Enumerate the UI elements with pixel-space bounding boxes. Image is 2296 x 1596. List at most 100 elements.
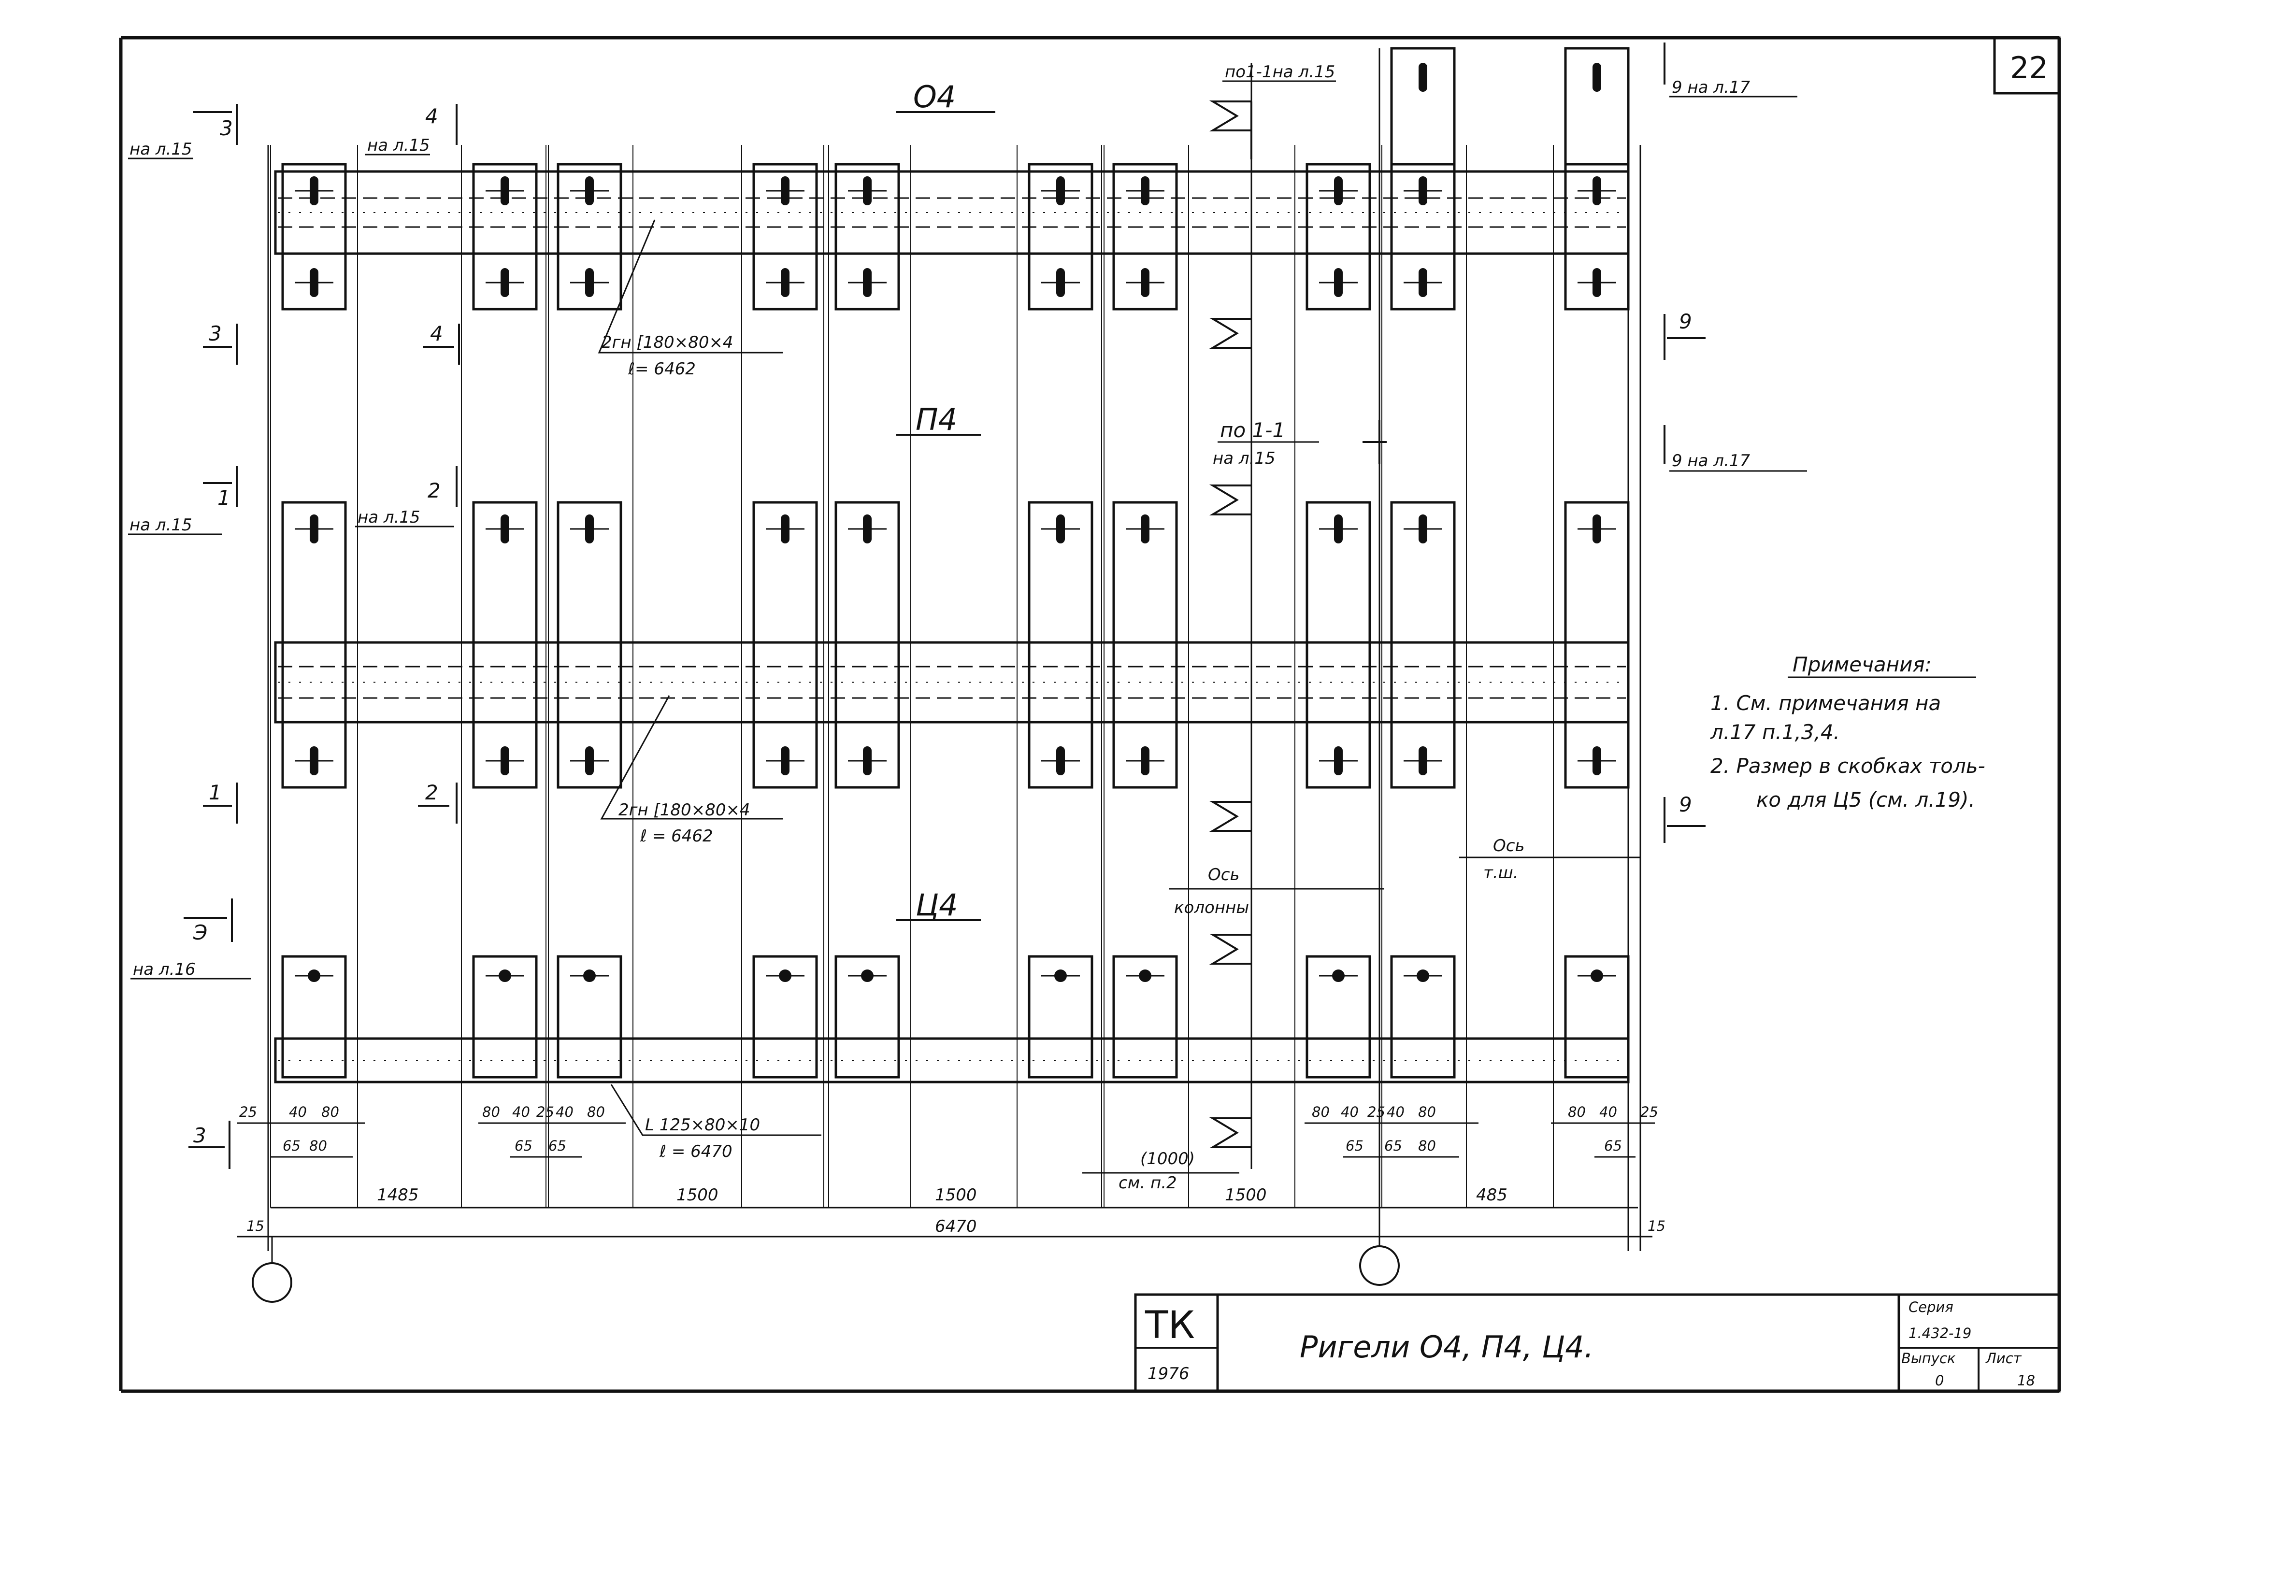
bolt-slot xyxy=(310,746,318,775)
section-mark-3-top: 3 xyxy=(220,116,233,140)
dim-80-b: 80 xyxy=(309,1138,327,1154)
bolt-slot xyxy=(1593,746,1601,775)
series-value: 1.432-19 xyxy=(1909,1325,1971,1341)
notes-line-4: ко для Ц5 (см. л.19). xyxy=(1756,788,1975,812)
bolt-slot xyxy=(781,176,789,205)
bolt-hole xyxy=(1139,969,1151,982)
section-mark-4-mid: 4 xyxy=(430,322,443,345)
notes-title: Примечания: xyxy=(1793,653,1932,676)
section-mark-9-a: 9 xyxy=(1679,310,1692,333)
dim-25-left: 25 xyxy=(239,1104,257,1120)
bolt-slot xyxy=(501,268,509,297)
plate-o4 xyxy=(834,163,900,311)
beams xyxy=(274,170,1630,1083)
sheet-frame xyxy=(119,36,2061,1393)
tk-mark: ТК xyxy=(1145,1304,1195,1347)
bolt-slot xyxy=(1419,514,1427,543)
plate-o4 xyxy=(1028,163,1093,311)
dim-span-1500-b: 1500 xyxy=(935,1185,977,1205)
drawing-title: Ригели О4, П4, Ц4. xyxy=(1300,1329,1593,1365)
bolt-slot xyxy=(1419,63,1427,92)
plate-o4 xyxy=(281,163,347,311)
section-ref-po11-mid-b: на л.15 xyxy=(1213,449,1276,468)
plate-p4 xyxy=(752,501,818,789)
zone-label-p4: П4 xyxy=(916,402,957,437)
callout-paren-dim: (1000) xyxy=(1140,1149,1195,1168)
bolt-slot xyxy=(1056,176,1065,205)
dim-15-right: 15 xyxy=(1648,1218,1665,1234)
section-mark-2-low: 2 xyxy=(425,781,438,804)
dim-40-e: 40 xyxy=(1387,1104,1405,1120)
zone-label-o4: О4 xyxy=(913,79,956,114)
series-label: Серия xyxy=(1909,1299,1953,1315)
dim-80-h: 80 xyxy=(1568,1104,1586,1120)
bolt-slot xyxy=(863,514,872,543)
plate-p4 xyxy=(281,501,347,789)
plate-p4 xyxy=(1564,501,1630,789)
bolt-slot xyxy=(310,176,318,205)
section-mark-4-top: 4 xyxy=(425,104,438,128)
plate-p4 xyxy=(1390,501,1456,789)
plate-c4 xyxy=(557,955,622,1079)
section-ref-3-sheet: на л.15 xyxy=(129,140,192,159)
bolt-slot xyxy=(501,746,509,775)
bolt-slot xyxy=(1056,514,1065,543)
plate-p4 xyxy=(834,501,900,789)
dim-80-a: 80 xyxy=(321,1104,339,1120)
dim-80-c: 80 xyxy=(482,1104,500,1120)
plate-p4 xyxy=(1112,501,1178,789)
dim-total-6470: 6470 xyxy=(935,1217,977,1236)
plate-c4 xyxy=(834,955,900,1079)
callout-top-channel-length: ℓ= 6462 xyxy=(628,359,696,379)
bolt-slot xyxy=(501,514,509,543)
bolt-slot xyxy=(1141,268,1149,297)
bolt-slot xyxy=(1334,268,1343,297)
title-block: ТК 1976 Ригели О4, П4, Ц4. Серия 1.432-1… xyxy=(1134,1293,2061,1393)
dim-40-f: 40 xyxy=(1599,1104,1617,1120)
plate-o4 xyxy=(1112,163,1178,311)
section-markers-right: по1-1на л.15 9 на л.17 9 по 1-1 на л.15 … xyxy=(1213,43,1807,843)
notes-block: Примечания: 1. См. примечания на л.17 п.… xyxy=(1710,653,1985,812)
axis-circle-left xyxy=(252,1262,292,1303)
bolt-hole xyxy=(861,969,874,982)
bolt-slot xyxy=(863,746,872,775)
bolt-slot xyxy=(781,514,789,543)
bolt-slot xyxy=(1056,746,1065,775)
plate-grid xyxy=(267,47,1641,1251)
section-ref-po11-top: по1-1на л.15 xyxy=(1225,62,1335,82)
dim-span-485: 485 xyxy=(1476,1185,1507,1205)
dim-65-f: 65 xyxy=(1604,1138,1622,1154)
dim-40-d: 40 xyxy=(1341,1104,1359,1120)
callout-angle-length: ℓ = 6470 xyxy=(659,1142,732,1161)
sheet-value: 18 xyxy=(2017,1372,2035,1389)
plate-p4 xyxy=(1306,501,1371,789)
plate-p4 xyxy=(1028,501,1093,789)
bolt-slot xyxy=(1334,514,1343,543)
section-mark-1-low: 1 xyxy=(209,781,222,804)
bolt-slot xyxy=(1419,268,1427,297)
dim-40-c: 40 xyxy=(556,1104,574,1120)
plate-top-ext xyxy=(1390,47,1456,166)
axis-markers xyxy=(252,1237,1400,1303)
notes-line-1: 1. См. примечания на xyxy=(1710,691,1941,715)
plate-c4 xyxy=(752,955,818,1079)
sheet-label: Лист xyxy=(1985,1350,2022,1367)
plate-top-ext xyxy=(1564,47,1630,166)
bolt-hole xyxy=(779,969,791,982)
callouts: 2гн [180×80×4 ℓ= 6462 2гн [180×80×4 ℓ = … xyxy=(598,219,1640,1193)
bolt-slot xyxy=(1334,746,1343,775)
bolt-slot xyxy=(863,268,872,297)
dim-80-f: 80 xyxy=(1418,1104,1436,1120)
section-mark-1: 1 xyxy=(217,486,230,510)
bolt-slot xyxy=(781,268,789,297)
plate-p4 xyxy=(472,501,538,789)
dim-80-d: 80 xyxy=(587,1104,605,1120)
bolt-slot xyxy=(585,268,594,297)
section-ref-1-sheet: на л.15 xyxy=(129,515,192,535)
dim-65-e: 65 xyxy=(1384,1138,1402,1154)
year: 1976 xyxy=(1148,1364,1190,1383)
bolt-slot xyxy=(781,746,789,775)
plate-c4 xyxy=(1390,955,1456,1079)
bolt-slot xyxy=(1593,514,1601,543)
callout-column-axis-a: Ось xyxy=(1208,865,1240,884)
